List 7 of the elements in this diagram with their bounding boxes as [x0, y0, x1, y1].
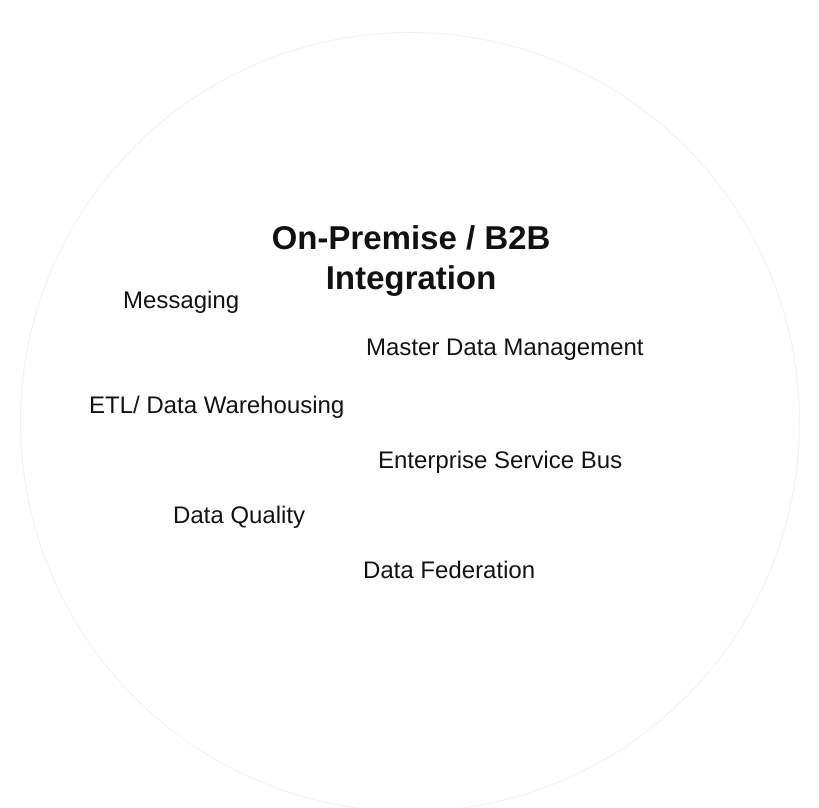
item-text: Data Quality	[173, 502, 306, 530]
item-text: Master Data Management	[366, 334, 644, 362]
item-text: Messaging	[123, 287, 240, 315]
heading: On-Premise / B2B Integration	[270, 218, 552, 298]
item-text: ETL/ Data Warehousing	[89, 392, 344, 420]
item-text: Data Federation	[363, 557, 536, 585]
item-text: Enterprise Service Bus	[378, 447, 622, 475]
